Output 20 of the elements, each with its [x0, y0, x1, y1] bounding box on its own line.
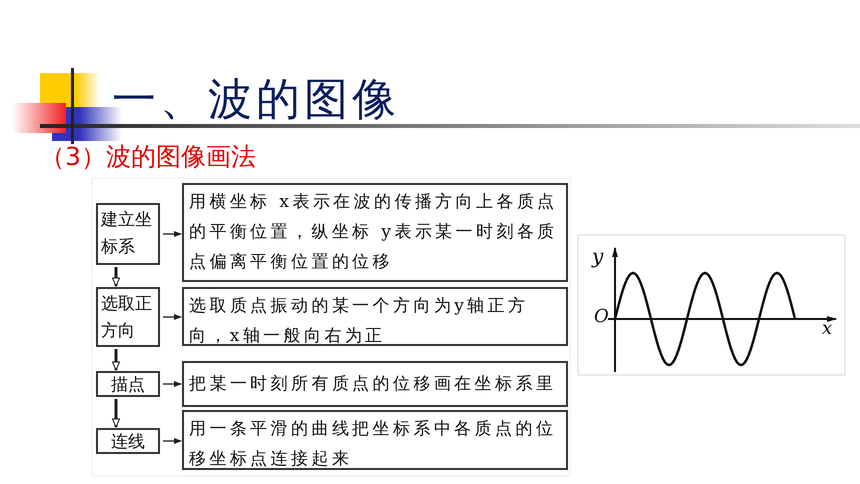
description-box: 把某一时刻所有质点的位移画在坐标系里 [182, 361, 568, 407]
arrow [163, 381, 182, 387]
arrow [163, 438, 182, 444]
origin-label: O [594, 306, 609, 327]
axis-label: y [592, 244, 604, 268]
arrow [163, 314, 182, 320]
description-box: 用一条平滑的曲线把坐标系中各质点的位移坐标点连接起来 [182, 410, 568, 470]
step-box: 描点 [96, 371, 160, 397]
subtitle: （3）波的图像画法 [40, 141, 256, 173]
step-box: 建立坐标系 [96, 203, 160, 265]
step-box: 连线 [96, 428, 160, 454]
arrow [112, 267, 120, 286]
arrow [112, 399, 120, 428]
description-box: 用横坐标 x表示在波的传播方向上各质点的平衡位置，纵坐标 y表示某一时刻各质点偏离平衡位置的位移 [182, 183, 568, 282]
step-box: 选取正方向 [96, 287, 160, 347]
arrow [163, 231, 182, 237]
axis-label: x [822, 318, 832, 339]
arrow [112, 349, 120, 370]
description-box: 选取质点振动的某一个方向为y轴正方向，x轴一般向右为正 [182, 287, 568, 346]
slide-title: 一、波的图像 [112, 73, 400, 127]
